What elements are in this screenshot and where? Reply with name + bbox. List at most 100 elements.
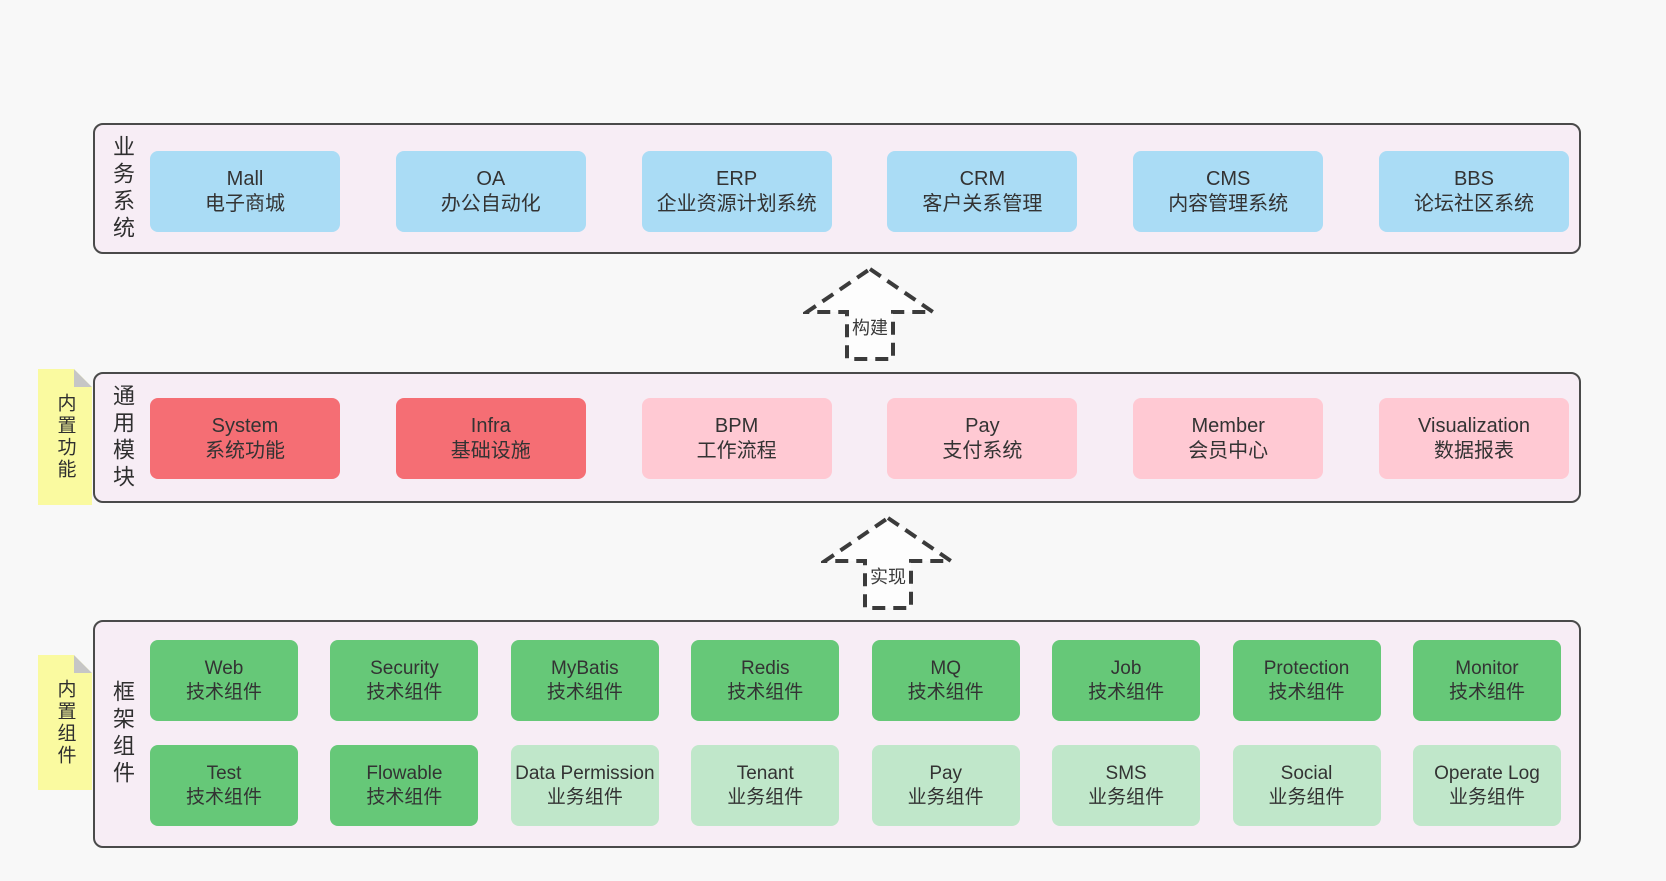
box-subtitle: 企业资源计划系统 [656, 192, 817, 215]
box-subtitle: 会员中心 [1188, 439, 1269, 462]
box-subtitle: 技术组件 [907, 681, 984, 703]
arrow-build-up: 构建 [803, 266, 937, 362]
box-subtitle: 论坛社区系统 [1413, 192, 1534, 215]
box-social: Social 业务组件 [1232, 745, 1381, 826]
sticky-features-label: 内置功能 [54, 393, 76, 481]
box-title: Visualization [1418, 414, 1530, 437]
box-pay-business: Pay 业务组件 [871, 745, 1020, 826]
box-monitor: Monitor 技术组件 [1412, 640, 1561, 721]
box-title: Protection [1263, 657, 1350, 679]
box-title: Social [1280, 762, 1333, 784]
box-title: SMS [1105, 762, 1147, 784]
box-oa: OA 办公自动化 [395, 151, 586, 232]
sticky-components-label: 内置组件 [54, 678, 76, 767]
box-infra: Infra 基础设施 [395, 398, 586, 479]
box-title: Monitor [1455, 657, 1519, 679]
box-member: Member 会员中心 [1133, 398, 1324, 479]
box-flowable: Flowable 技术组件 [330, 745, 479, 826]
box-mq: MQ 技术组件 [871, 640, 1020, 721]
box-subtitle: 技术组件 [185, 786, 262, 808]
box-title: CRM [959, 167, 1006, 190]
box-title: BBS [1453, 167, 1494, 190]
box-subtitle: 技术组件 [727, 681, 804, 703]
box-erp: ERP 企业资源计划系统 [641, 151, 832, 232]
box-sms: SMS 业务组件 [1052, 745, 1201, 826]
box-title: CMS [1205, 167, 1251, 190]
box-title: Pay [965, 414, 1000, 437]
box-mybatis: MyBatis 技术组件 [510, 640, 659, 721]
box-title: Pay [929, 762, 963, 784]
box-subtitle: 办公自动化 [440, 192, 541, 215]
arrow-up-icon: 实现 [821, 515, 955, 610]
box-subtitle: 数据报表 [1433, 439, 1514, 462]
box-title: Member [1191, 414, 1265, 437]
box-title: OA [476, 167, 506, 190]
box-operate-log: Operate Log 业务组件 [1412, 745, 1561, 826]
sticky-note-builtin-components: 内置组件 [38, 655, 92, 790]
arrow-up-icon: 构建 [803, 266, 937, 361]
box-title: Job [1110, 657, 1142, 679]
box-security: Security 技术组件 [330, 640, 479, 721]
box-subtitle: 业务组件 [1268, 786, 1345, 808]
panel-business-label: 业务系统 [110, 134, 135, 243]
panel-framework-components: 框架组件 Web 技术组件 Security 技术组件 MyBatis 技术组件… [93, 620, 1581, 848]
panel-common-modules: 通用模块 System 系统功能 Infra 基础设施 BPM 工作流程 Pay… [93, 372, 1581, 503]
box-subtitle: 内容管理系统 [1168, 192, 1289, 215]
box-subtitle: 技术组件 [366, 786, 443, 808]
box-title: Operate Log [1434, 762, 1540, 784]
box-cms: CMS 内容管理系统 [1133, 151, 1324, 232]
box-redis: Redis 技术组件 [691, 640, 840, 721]
box-subtitle: 电子商城 [205, 192, 285, 215]
box-bbs: BBS 论坛社区系统 [1378, 151, 1569, 232]
box-bpm: BPM 工作流程 [641, 398, 832, 479]
box-title: Tenant [736, 762, 794, 784]
box-title: Redis [740, 657, 790, 679]
box-subtitle: 客户关系管理 [922, 192, 1043, 215]
box-crm: CRM 客户关系管理 [887, 151, 1078, 232]
panel-modules-label: 通用模块 [110, 383, 135, 492]
box-test: Test 技术组件 [150, 745, 298, 826]
box-subtitle: 技术组件 [1448, 681, 1525, 703]
box-data-permission: Data Permission 业务组件 [510, 745, 659, 826]
box-web: Web 技术组件 [150, 640, 298, 721]
box-title: MQ [930, 657, 961, 679]
box-subtitle: 基础设施 [450, 439, 531, 462]
box-title: Flowable [366, 762, 443, 784]
box-tenant: Tenant 业务组件 [691, 745, 840, 826]
box-title: ERP [716, 167, 758, 190]
box-title: Mall [226, 167, 264, 190]
arrow-implement-label: 实现 [870, 567, 906, 587]
box-subtitle: 业务组件 [727, 786, 804, 808]
sticky-note-builtin-features: 内置功能 [38, 369, 92, 505]
box-subtitle: 技术组件 [185, 681, 262, 703]
box-title: Test [206, 762, 242, 784]
box-pay: Pay 支付系统 [887, 398, 1078, 479]
box-protection: Protection 技术组件 [1232, 640, 1381, 721]
box-subtitle: 系统功能 [205, 439, 285, 462]
box-system: System 系统功能 [150, 398, 340, 479]
box-subtitle: 业务组件 [907, 786, 984, 808]
box-subtitle: 技术组件 [366, 681, 443, 703]
box-subtitle: 工作流程 [696, 439, 777, 462]
box-title: Security [370, 657, 439, 679]
panel-components-label: 框架组件 [110, 680, 135, 788]
arrow-implement-up: 实现 [821, 515, 955, 611]
box-title: BPM [714, 414, 759, 437]
box-subtitle: 业务组件 [546, 786, 623, 808]
box-title: System [211, 414, 279, 437]
arrow-build-label: 构建 [852, 318, 888, 338]
box-subtitle: 业务组件 [1448, 786, 1525, 808]
box-visualization: Visualization 数据报表 [1378, 398, 1569, 479]
box-subtitle: 技术组件 [1088, 681, 1165, 703]
box-title: Infra [470, 414, 511, 437]
box-title: Data Permission [515, 762, 655, 784]
box-subtitle: 支付系统 [942, 439, 1023, 462]
box-title: MyBatis [551, 657, 619, 679]
box-title: Web [204, 657, 244, 679]
box-subtitle: 业务组件 [1088, 786, 1165, 808]
box-mall: Mall 电子商城 [150, 151, 340, 232]
box-subtitle: 技术组件 [546, 681, 623, 703]
panel-business-systems: 业务系统 Mall 电子商城 OA 办公自动化 ERP 企业资源计划系统 CRM… [93, 123, 1581, 254]
box-subtitle: 技术组件 [1268, 681, 1345, 703]
